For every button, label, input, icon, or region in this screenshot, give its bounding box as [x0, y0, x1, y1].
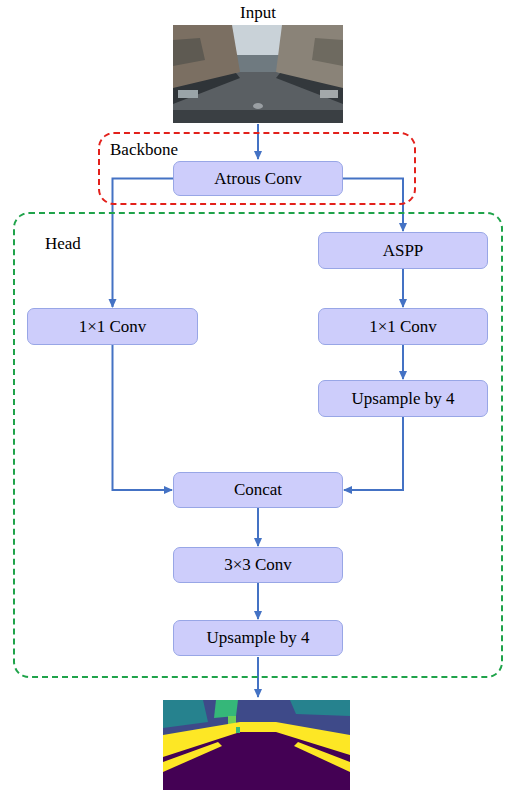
region-label: Head: [45, 234, 81, 254]
dashed-region: BackboneAtrous Conv: [98, 132, 416, 205]
box-label: Concat: [234, 480, 282, 500]
process-box: 3×3 Conv: [173, 547, 343, 583]
input-photo: [173, 25, 343, 123]
process-box: Upsample by 4: [173, 620, 343, 656]
box-label: 1×1 Conv: [369, 317, 437, 337]
flow-arrow: [113, 345, 173, 490]
input-arrow: [257, 124, 259, 159]
box-label: 3×3 Conv: [224, 555, 292, 575]
box-label: Upsample by 4: [352, 389, 455, 409]
process-box: Atrous Conv: [173, 161, 343, 196]
process-box: 1×1 Conv: [27, 308, 198, 345]
flow-arrow: [402, 269, 404, 307]
image-caption: Input: [240, 3, 276, 23]
box-label: Upsample by 4: [207, 628, 310, 648]
process-box: ASPP: [318, 232, 488, 269]
process-box: Concat: [173, 472, 343, 508]
process-box: Upsample by 4: [318, 380, 488, 417]
process-box: 1×1 Conv: [318, 308, 488, 345]
box-label: ASPP: [383, 241, 424, 261]
region-label: Backbone: [110, 140, 178, 160]
box-label: Atrous Conv: [214, 169, 301, 189]
box-label: 1×1 Conv: [79, 317, 147, 337]
flow-arrow: [257, 508, 259, 546]
flow-arrow: [113, 179, 174, 308]
dashed-region: Head ASPP 1×1 Conv 1×1 ConvUpsample by 4 Con…: [13, 212, 503, 678]
flow-arrow: [344, 417, 403, 490]
output-segmentation: [163, 700, 350, 790]
flow-arrow: [257, 583, 259, 619]
flow-arrow: [402, 345, 404, 379]
